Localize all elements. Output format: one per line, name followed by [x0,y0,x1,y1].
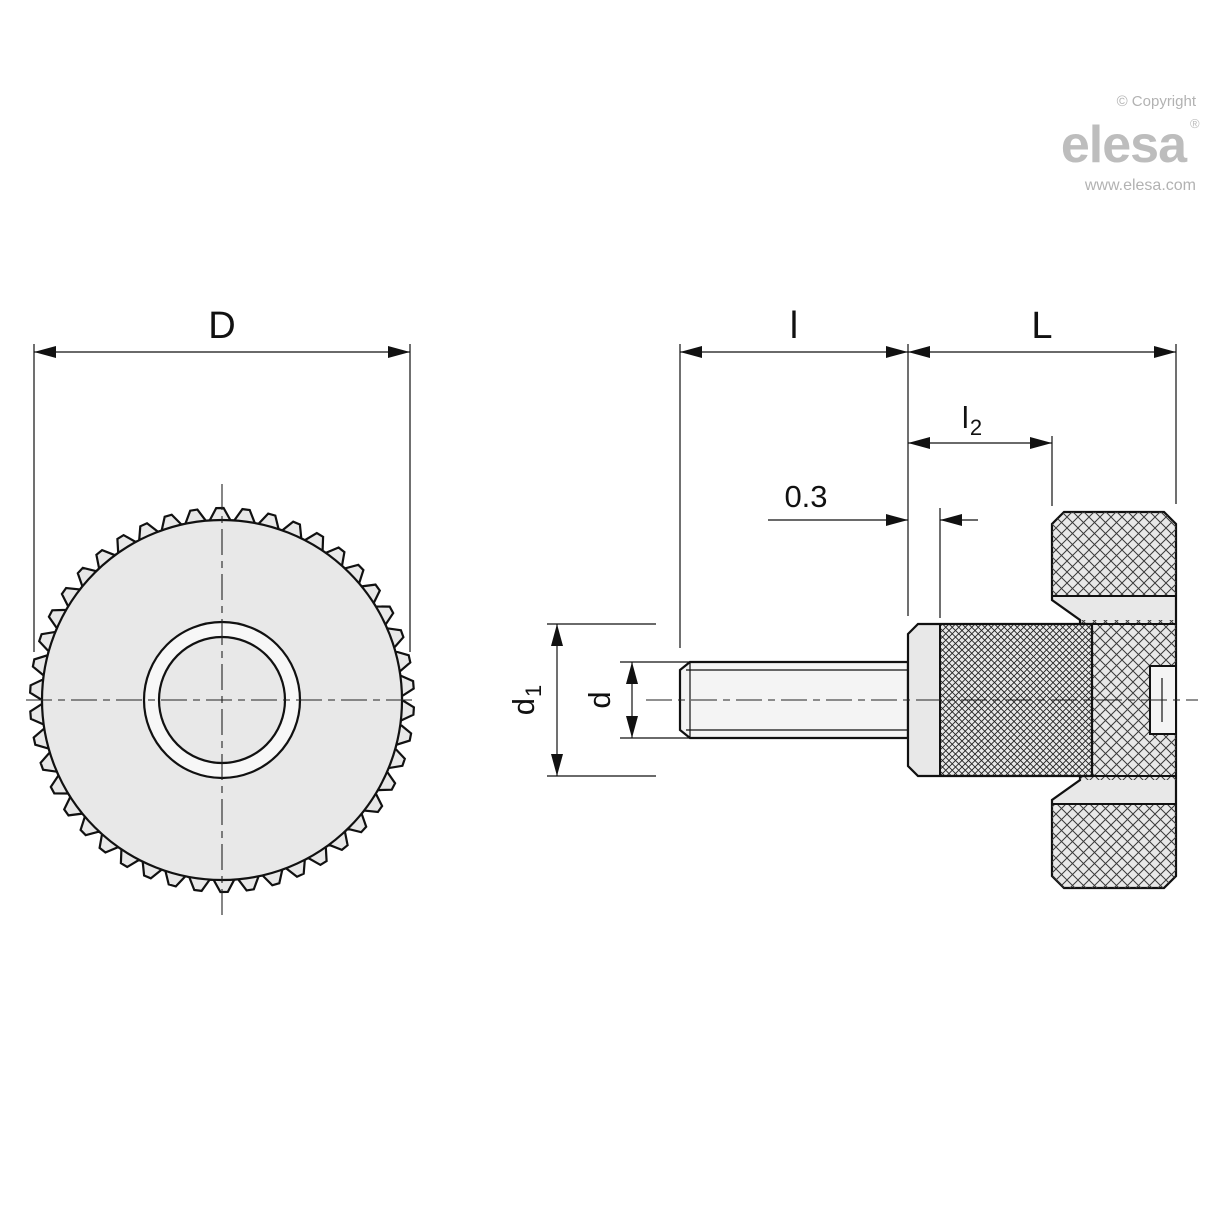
arrowhead [626,716,638,738]
arrowhead [1030,437,1052,449]
dim-D-label: D [208,305,235,347]
dimension-L: L [908,305,1177,504]
arrowhead [551,754,563,776]
arrowhead [886,514,908,526]
dim-offset-label: 0.3 [784,479,827,514]
dim-d-label: d [582,691,617,708]
dim-l-label: l [790,305,798,347]
dimension-d: d [582,661,694,739]
dim-l2-base: l [962,400,969,435]
dim-L-label: L [1031,305,1052,347]
arrowhead [388,346,410,358]
elesa-logo: elesa [1061,116,1188,174]
dim-d1-base: d [506,698,541,715]
arrowhead [626,662,638,684]
arrowhead [908,346,930,358]
dimension-d1: d1 [506,623,656,777]
arrowhead [1154,346,1176,358]
arrowhead [940,514,962,526]
copyright-text: © Copyright [1117,93,1197,110]
arrowhead [886,346,908,358]
dim-l2-sub: 2 [970,415,982,440]
front-view [26,484,418,916]
branding-block: © Copyright elesa ® www.elesa.com [1061,93,1200,194]
registered-mark: ® [1190,116,1200,131]
knurl-hatch-top [1052,512,1176,596]
dim-d1-sub: 1 [521,685,546,697]
dimension-l2: l2 [908,400,1053,506]
knurl-hatch-bottom [1052,804,1176,888]
side-view [646,510,1198,890]
arrowhead [680,346,702,358]
dim-d1-label: d1 [506,685,546,716]
elesa-url: www.elesa.com [1084,177,1196,194]
arrowhead [551,624,563,646]
arrowhead [34,346,56,358]
arrowhead [908,437,930,449]
dimension-l: l [679,305,909,648]
dimension-offset-03: 0.3 [768,479,978,618]
dimension-D: D [33,305,411,652]
dim-l2-label: l2 [962,400,982,440]
